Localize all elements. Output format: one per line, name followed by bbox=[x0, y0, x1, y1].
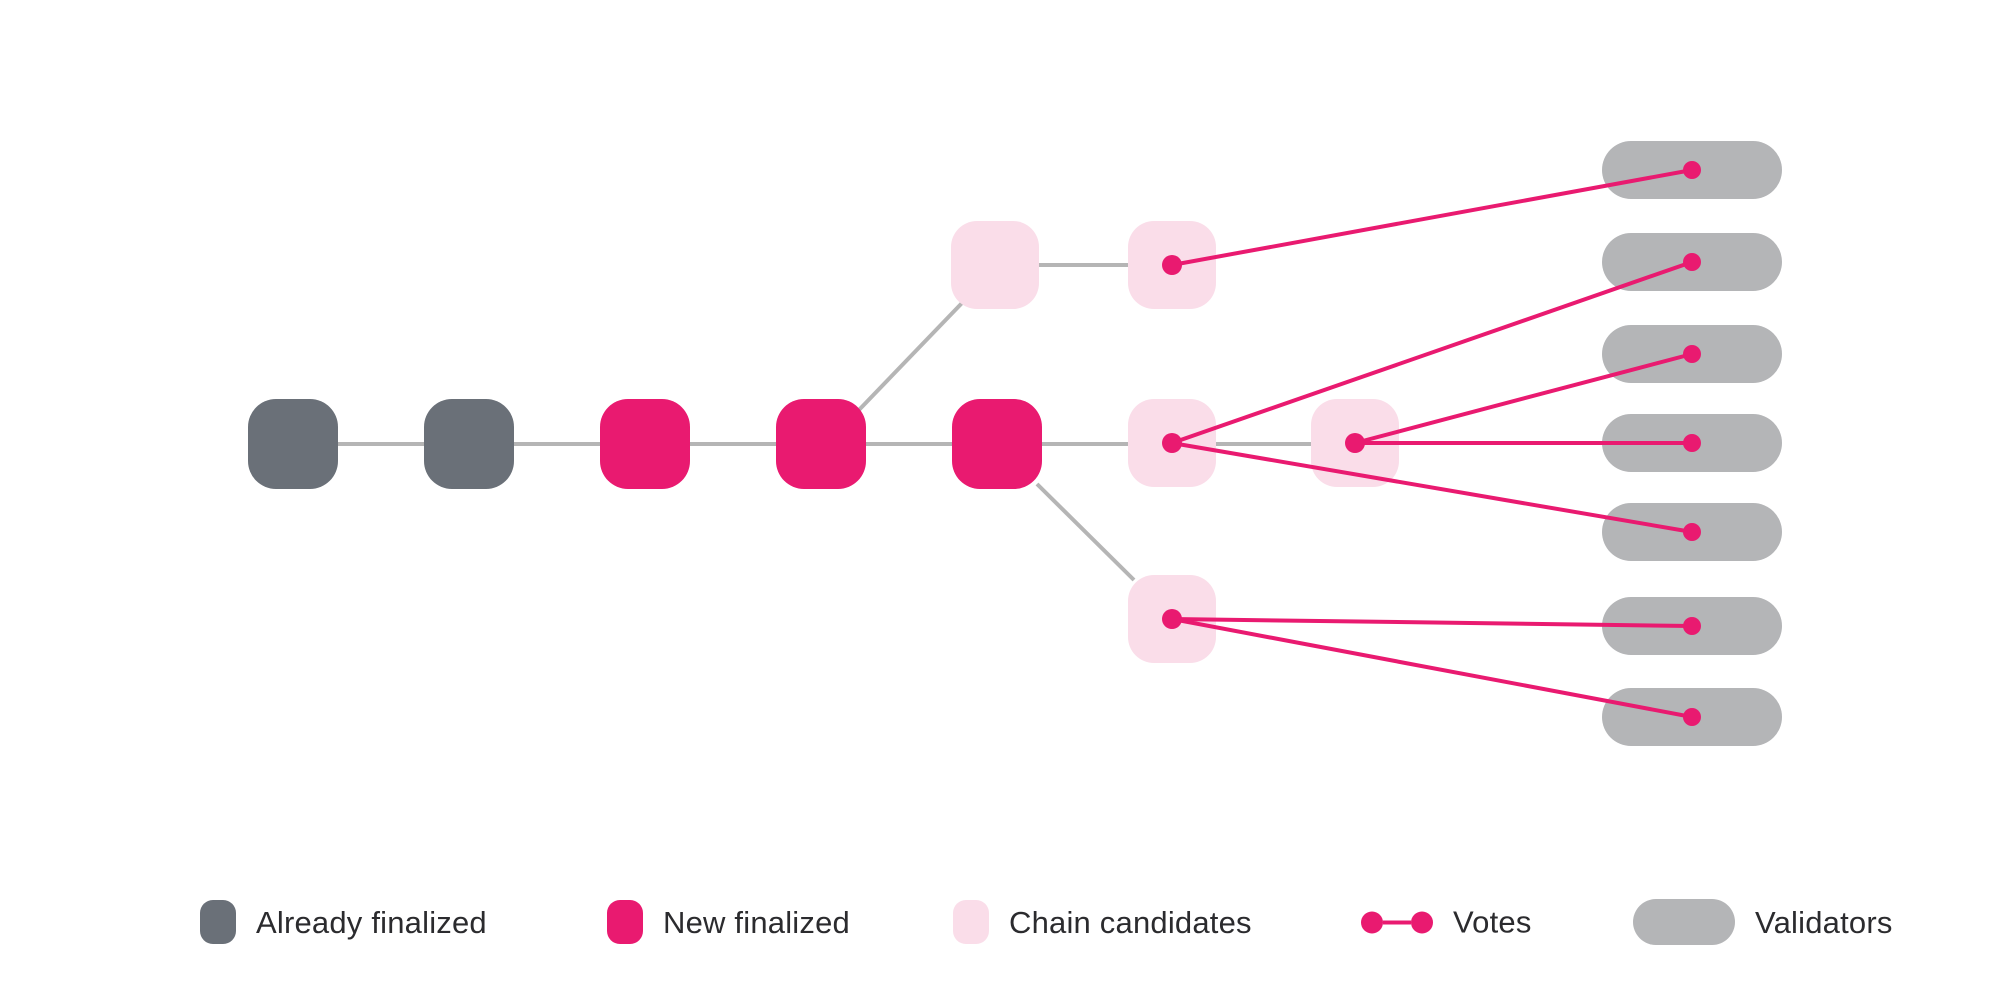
validator-vote-dot bbox=[1683, 708, 1701, 726]
vote-edge bbox=[1171, 617, 1693, 719]
chain-link bbox=[1035, 482, 1136, 582]
candidate-vote-dot bbox=[1162, 609, 1182, 629]
candidate-block-top-1 bbox=[951, 221, 1039, 309]
new-finalized-block-1 bbox=[600, 399, 690, 489]
validator-vote-dot bbox=[1683, 161, 1701, 179]
candidate-vote-dot bbox=[1345, 433, 1365, 453]
vote-edge bbox=[1171, 617, 1693, 628]
validator-vote-dot bbox=[1683, 345, 1701, 363]
vote-edge bbox=[1354, 352, 1693, 445]
validator-vote-dot bbox=[1683, 617, 1701, 635]
new-finalized-block-2 bbox=[776, 399, 866, 489]
validator-vote-dot bbox=[1683, 523, 1701, 541]
new-finalized-block-3 bbox=[952, 399, 1042, 489]
candidate-vote-dot bbox=[1162, 433, 1182, 453]
vote-edge bbox=[1171, 441, 1693, 534]
vote-edge bbox=[1171, 260, 1693, 445]
chain-link bbox=[855, 301, 964, 414]
finalized-block-2 bbox=[424, 399, 514, 489]
validator-vote-dot bbox=[1683, 434, 1701, 452]
finalized-block-1 bbox=[248, 399, 338, 489]
validator-vote-dot bbox=[1683, 253, 1701, 271]
vote-edge bbox=[1171, 168, 1693, 267]
candidate-vote-dot bbox=[1162, 255, 1182, 275]
